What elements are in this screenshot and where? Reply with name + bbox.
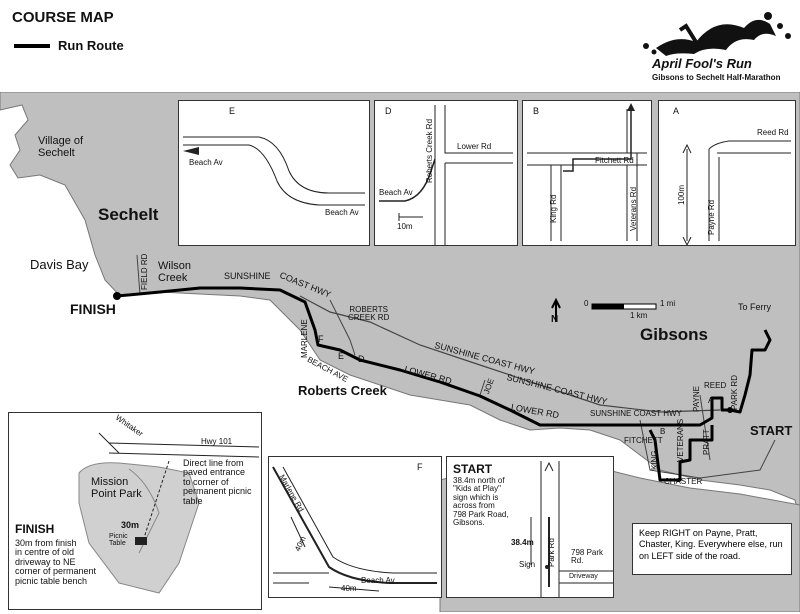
inset-a-dist: 100m xyxy=(677,184,686,205)
page-title: COURSE MAP xyxy=(12,9,114,26)
direction-note: Keep RIGHT on Payne, Pratt, Chaster, Kin… xyxy=(632,523,792,575)
run-route xyxy=(116,286,772,427)
inset-d-beach-av: Beach Av xyxy=(379,188,413,197)
north-label: N xyxy=(551,314,559,325)
label-point-e: E xyxy=(338,351,345,361)
inset-f-dist-2: 40m xyxy=(341,584,357,593)
inset-f-beach-av: Beach Av xyxy=(361,576,395,585)
inset-b-fitchett-rd: Fitchett Rd xyxy=(595,156,634,165)
label-village-of-sechelt: Village of Sechelt xyxy=(38,135,84,159)
finish-inset-hwy: Hwy 101 xyxy=(201,437,233,446)
label-payne: PAYNE xyxy=(692,386,701,412)
inset-a-letter: A xyxy=(673,106,680,116)
inset-b-king-rd: King Rd xyxy=(549,194,558,223)
inset-b-diagram xyxy=(527,103,647,241)
label-marlene: MARLENE xyxy=(300,319,309,358)
finish-inset-desc: 30m from finish in centre of old drivewa… xyxy=(15,538,97,586)
inset-d-diagram xyxy=(379,105,513,245)
logo-title: April Fool's Run xyxy=(651,56,752,71)
logo-subtitle: Gibsons to Sechelt Half-Marathon xyxy=(652,73,781,82)
inset-d-roberts-creek-rd: Roberts Creek Rd xyxy=(425,118,434,183)
label-park-rd: PARK RD xyxy=(730,375,739,410)
label-sechelt: Sechelt xyxy=(98,205,159,224)
label-point-f: F xyxy=(318,334,324,344)
start-inset-sign: Sign xyxy=(519,560,536,569)
label-field-rd: FIELD RD xyxy=(140,253,149,290)
inset-finish-diagram xyxy=(13,417,260,605)
finish-inset-picnic: Picnic Table xyxy=(109,533,128,548)
start-inset-desc: 38.4m north of "Kids at Play" sign which… xyxy=(453,476,509,527)
label-davis-bay: Davis Bay xyxy=(30,257,89,272)
label-gibsons: Gibsons xyxy=(640,325,709,344)
legend-route-swatch xyxy=(14,44,50,48)
runner-logo-icon: April Fool's Run Gibsons to Sechelt Half… xyxy=(643,12,791,82)
label-to-ferry: To Ferry xyxy=(738,302,772,312)
label-king: KING xyxy=(650,450,659,470)
label-pratt: PRATT xyxy=(702,429,711,455)
label-sunshine-coast-hwy-3: SUNSHINE COAST HWY xyxy=(590,409,682,418)
finish-inset-dist: 30m xyxy=(121,520,140,530)
start-inset-driveway: Driveway xyxy=(569,573,598,580)
inset-b-letter: B xyxy=(533,106,540,116)
inset-b: B Fitchett Rd King Rd Veterans Rd xyxy=(522,100,652,246)
finish-inset-park: Mission Point Park xyxy=(91,476,142,500)
inset-start: START 38.4m north of "Kids at Play" sign… xyxy=(446,456,614,598)
label-start: START xyxy=(750,423,793,438)
inset-d-letter: D xyxy=(385,106,392,116)
inset-start-diagram xyxy=(530,461,613,597)
label-fitchett: FITCHETT xyxy=(624,436,663,445)
label-roberts-creek-rd: ROBERTS CREEK RD xyxy=(348,305,390,323)
label-chaster: CHASTER xyxy=(664,477,703,486)
finish-inset-direct: Direct line from paved entrance to corne… xyxy=(183,458,252,506)
inset-a: A Reed Rd 100m Payne Rd xyxy=(658,100,796,247)
finish-inset-heading: FINISH xyxy=(15,522,55,536)
inset-d-dist: 10m xyxy=(397,222,413,231)
label-point-a: A xyxy=(708,396,714,405)
inset-a-payne-rd: Payne Rd xyxy=(707,199,716,235)
label-wilson-creek: Wilson Creek xyxy=(158,260,192,284)
inset-d-lower-rd: Lower Rd xyxy=(457,142,492,151)
scale-mi: 1 mi xyxy=(660,299,676,308)
label-sunshine: SUNSHINE xyxy=(224,271,271,281)
inset-e: E Beach Av Beach Av xyxy=(178,100,370,246)
inset-e-beach-av-1: Beach Av xyxy=(189,158,223,167)
start-inset-dist: 38.4m xyxy=(511,538,534,547)
inset-e-beach-av-2: Beach Av xyxy=(325,208,359,217)
start-inset-park-rd: Park Rd xyxy=(547,538,556,567)
inset-e-letter: E xyxy=(229,106,236,116)
inset-f-letter: F xyxy=(417,462,423,472)
start-inset-address: 798 Park Rd. xyxy=(571,548,604,566)
legend-label: Run Route xyxy=(58,38,124,53)
event-logo: April Fool's Run Gibsons to Sechelt Half… xyxy=(636,6,796,86)
scale-zero: 0 xyxy=(584,299,589,308)
label-point-b: B xyxy=(660,427,666,436)
label-finish: FINISH xyxy=(70,301,116,317)
inset-a-reed-rd: Reed Rd xyxy=(757,128,789,137)
inset-f-diagram xyxy=(272,466,437,592)
inset-e-diagram xyxy=(183,136,365,206)
inset-b-veterans-rd: Veterans Rd xyxy=(629,186,638,231)
north-arrow-icon xyxy=(551,297,561,322)
inset-f: F Marlene Rd 40m Beach Av 40m xyxy=(268,456,442,598)
inset-d: D Roberts Creek Rd Lower Rd Beach Av 10m xyxy=(374,100,518,246)
inset-a-diagram xyxy=(682,140,791,247)
label-reed: REED xyxy=(704,381,727,390)
label-roberts-creek: Roberts Creek xyxy=(298,383,387,398)
start-inset-heading: START xyxy=(453,462,493,476)
inset-finish: Whitaker Hwy 101 Mission Point Park Dire… xyxy=(8,412,262,610)
scale-km: 1 km xyxy=(630,311,648,320)
label-point-d: D xyxy=(358,354,365,364)
label-veterans: VETERANS xyxy=(676,418,685,462)
